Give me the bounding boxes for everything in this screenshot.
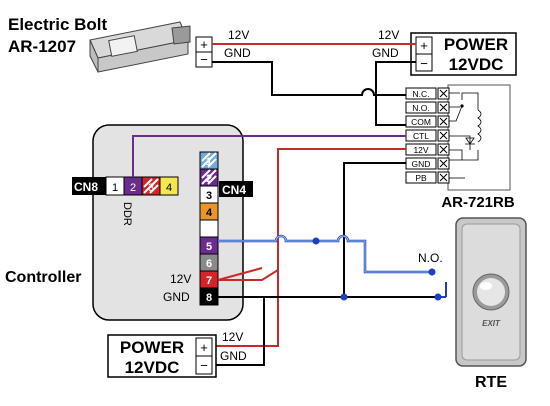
power-supply-bottom: + − POWER 12VDC [107, 334, 217, 378]
cn8-label: CN8 [74, 180, 98, 194]
wire-relay-gnd [218, 162, 406, 298]
label-top-12v: 12V [378, 28, 399, 42]
cn4-pin-7: 7 [206, 275, 212, 287]
cn4-pin-8: 8 [206, 292, 212, 304]
controller-label: Controller [5, 269, 81, 286]
label-bolt-12v: 12V [228, 28, 249, 42]
wire-relay-12v [218, 148, 406, 281]
bolt-plus: + [200, 37, 208, 52]
wire-top-gnd [375, 61, 416, 126]
junction-gnd [340, 293, 348, 301]
ddr-label: DDR [121, 202, 133, 226]
power-top-title: POWER [444, 35, 508, 54]
electric-bolt-icon [89, 21, 191, 73]
wire-bolt-gnd [212, 61, 406, 96]
bolt-terminal-box: + − [195, 36, 213, 68]
label-top-gnd: GND [372, 46, 399, 60]
wire-exit-highlight [218, 235, 432, 273]
power-bottom-plus: + [200, 340, 208, 355]
pin-12v-label: 12V [170, 272, 191, 286]
junction-exit [312, 237, 320, 245]
relay-term-gnd: GND [412, 159, 431, 169]
cn4-pin-2-striped [199, 168, 219, 187]
controller-board: CN8 1 2 3 4 DDR 1 2 3 4 4 5 [72, 124, 253, 321]
label-no: N.O. [418, 251, 443, 265]
power-bottom-minus: − [200, 358, 208, 373]
switch-symbol [438, 282, 447, 298]
label-bottom-12v: 12V [222, 330, 243, 344]
cn4-pin-4: 4 [206, 207, 213, 219]
wire-ctl [132, 135, 406, 177]
label-bolt-gnd: GND [224, 46, 251, 60]
relay-internal-schematic [449, 92, 482, 179]
cn4-pin-1-striped [199, 151, 219, 170]
power-supply-top: + − POWER 12VDC [410, 32, 517, 76]
cn8-pin-1: 1 [112, 182, 118, 194]
relay-term-no: N.O. [412, 103, 429, 113]
power-top-minus: − [420, 56, 428, 71]
rte-label: RTE [475, 374, 507, 391]
terminal-rte-no [428, 268, 436, 276]
relay-term-12v: 12V [413, 145, 428, 155]
bolt-model: AR-1207 [8, 37, 76, 56]
relay-term-ctl: CTL [413, 131, 429, 141]
exit-button-icon: EXIT [455, 217, 527, 367]
power-top-voltage: 12VDC [449, 55, 504, 74]
relay-terminal-labels: N.C. N.O. COM CTL 12V GND PB [405, 87, 437, 184]
exit-face-text: EXIT [482, 319, 501, 328]
label-bottom-gnd: GND [220, 349, 247, 363]
bolt-title: Electric Bolt [8, 15, 108, 34]
relay-model: AR-721RB [441, 194, 515, 211]
power-bottom-title: POWER [120, 338, 184, 357]
power-bottom-voltage: 12VDC [125, 358, 180, 377]
cn8-pin-3: 3 [148, 182, 154, 194]
cn4-pin-5: 5 [206, 241, 212, 253]
cn4-label: CN4 [222, 183, 246, 197]
cn4-pin-2: 2 [206, 173, 212, 185]
relay-module: N.C. N.O. COM CTL 12V GND PB [405, 84, 515, 211]
cn4-pin-3: 3 [206, 190, 212, 202]
cn4-pin-6: 6 [206, 258, 212, 270]
cn4-pin-1: 1 [206, 156, 212, 168]
relay-term-com: COM [411, 117, 431, 127]
cn8-pin-4: 4 [166, 182, 172, 194]
relay-term-pb: PB [415, 173, 427, 183]
bolt-minus: − [200, 52, 208, 67]
wire-bottom-12v [210, 270, 279, 347]
wire-bottom-gnd [210, 297, 265, 366]
relay-screw-terminals [437, 87, 450, 184]
power-top-plus: + [420, 38, 428, 53]
pin-gnd-label: GND [163, 290, 190, 304]
relay-term-nc: N.C. [413, 89, 430, 99]
cn8-pin-2: 2 [130, 182, 136, 194]
